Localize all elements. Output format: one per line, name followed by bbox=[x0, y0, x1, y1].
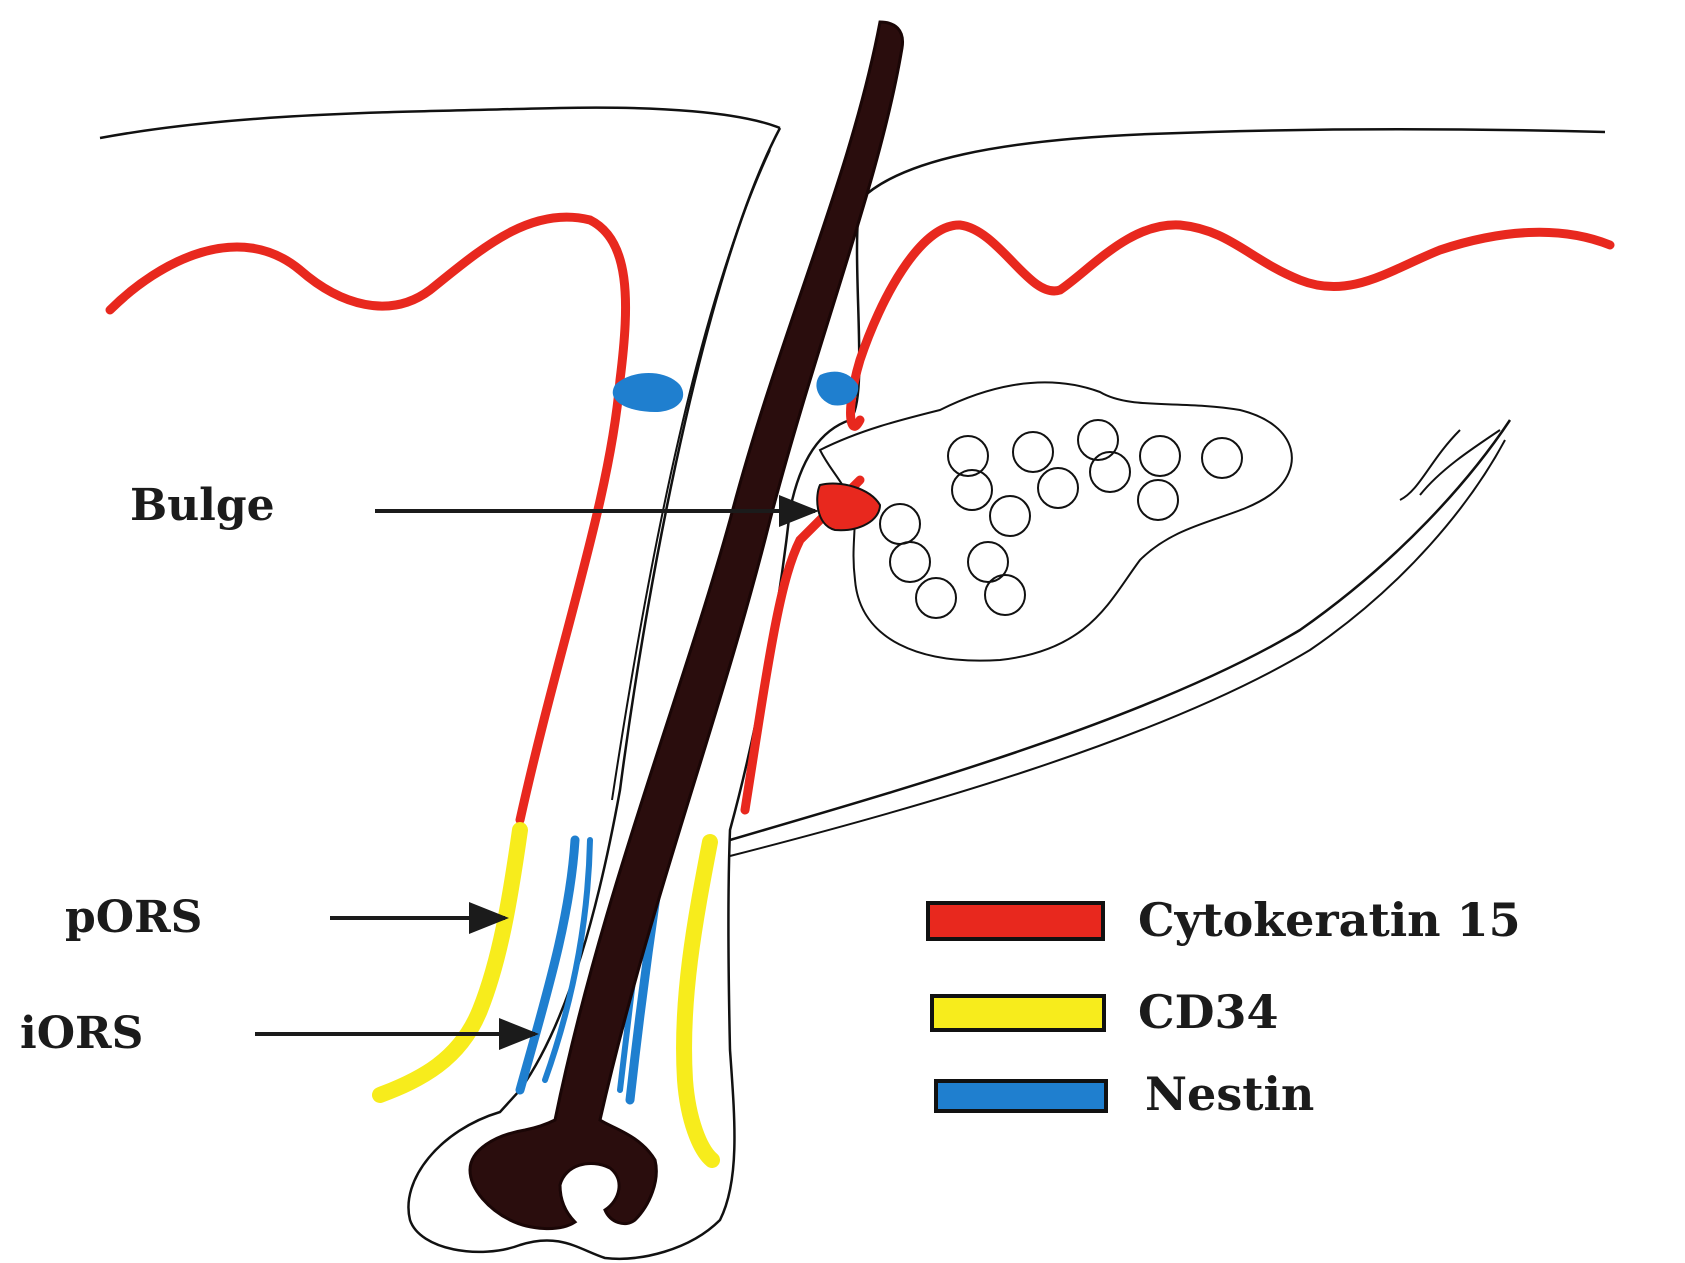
gland-cell bbox=[985, 575, 1025, 615]
gland-cell bbox=[890, 542, 930, 582]
legend-label-cd34: CD34 bbox=[1138, 985, 1279, 1039]
gland-cells bbox=[880, 420, 1242, 618]
gland-cell bbox=[1138, 480, 1178, 520]
gland-cell bbox=[916, 578, 956, 618]
nestin-left-1 bbox=[520, 840, 575, 1090]
legend-swatch-cytokeratin15 bbox=[928, 903, 1103, 939]
arrector-pili-muscle-3 bbox=[1400, 430, 1500, 500]
arrector-pili-muscle bbox=[730, 420, 1510, 840]
pors-label: pORS bbox=[65, 892, 202, 943]
gland-cell bbox=[1038, 468, 1078, 508]
iors-label: iORS bbox=[20, 1008, 143, 1059]
legend-label-nestin: Nestin bbox=[1145, 1067, 1314, 1121]
legend-label-cytokeratin15: Cytokeratin 15 bbox=[1138, 893, 1521, 947]
epidermis-ck15-right bbox=[851, 225, 1610, 426]
skin-surface-right bbox=[860, 129, 1605, 200]
cd34-left bbox=[380, 830, 520, 1095]
sebaceous-gland bbox=[820, 382, 1292, 660]
gland-cell bbox=[1090, 452, 1130, 492]
cd34-right bbox=[684, 842, 712, 1160]
legend: Cytokeratin 15 CD34 Nestin bbox=[928, 893, 1521, 1121]
bulge-label: Bulge bbox=[130, 480, 275, 531]
gland-cell bbox=[1013, 432, 1053, 472]
legend-swatch-cd34 bbox=[932, 996, 1104, 1030]
gland-cell bbox=[1140, 436, 1180, 476]
gland-cell bbox=[1202, 438, 1242, 478]
bulge-ck15-blob bbox=[817, 484, 880, 531]
gland-cell bbox=[880, 504, 920, 544]
skin-surface-left bbox=[100, 108, 780, 138]
legend-swatch-nestin bbox=[936, 1081, 1106, 1111]
gland-cell bbox=[990, 496, 1030, 536]
gland-cell bbox=[1078, 420, 1118, 460]
